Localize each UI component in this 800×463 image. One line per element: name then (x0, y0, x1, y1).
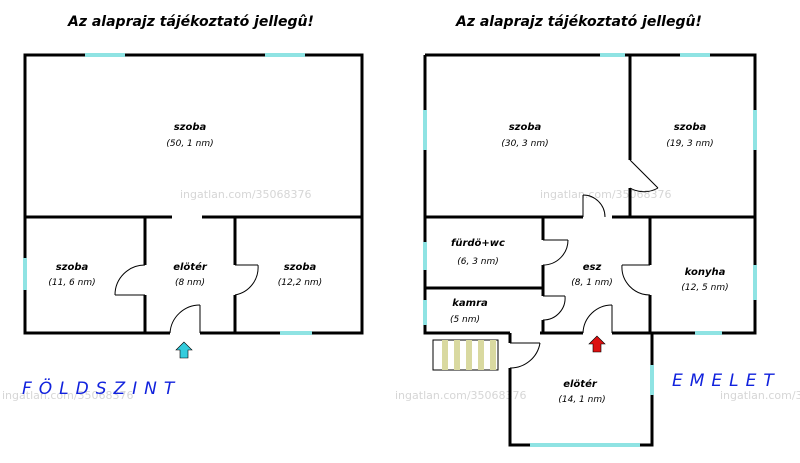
watermark: ingatlan.com/35068376 (540, 188, 672, 201)
room-area: (8, 1 nm) (571, 278, 613, 288)
room-area: (12,2 nm) (278, 278, 322, 288)
door-swing (542, 239, 569, 266)
watermark: ingatlan.com/35068376 (395, 389, 527, 402)
floor-label: FÖLDSZINT (22, 377, 181, 399)
room-area: (11, 6 nm) (48, 278, 95, 288)
watermark: ingatlan.com/35068376 (2, 389, 134, 402)
room-name: konyha (685, 267, 726, 278)
staircase (432, 339, 499, 371)
watermark: ingatlan.com/35068376 (720, 389, 800, 402)
room-area: (50, 1 nm) (166, 139, 213, 149)
room-name: elötér (173, 261, 208, 273)
door-swing (582, 194, 606, 218)
room-name: szoba (174, 122, 207, 133)
door-swing (629, 187, 659, 193)
door (629, 159, 659, 189)
outer-wall (423, 55, 510, 335)
door-swing (114, 264, 146, 296)
entrance-arrow-icon (175, 341, 193, 359)
entrance-arrow-icon (588, 335, 606, 353)
room-area: (6, 3 nm) (457, 257, 499, 267)
stairs-outline (432, 339, 499, 371)
room-area: (19, 3 nm) (666, 139, 713, 149)
plan-disclaimer-title: Az alaprajz tájékoztató jellegû! (67, 14, 314, 30)
watermark: ingatlan.com/35068376 (180, 188, 312, 201)
room-name: szoba (509, 122, 542, 133)
room-area: (14, 1 nm) (558, 395, 605, 405)
door-swing (169, 304, 201, 334)
door-swing (582, 304, 613, 334)
room-area: (30, 3 nm) (501, 139, 548, 149)
room-area: (12, 5 nm) (681, 283, 728, 293)
room-name: szoba (674, 122, 707, 133)
left-floor-plan: Az alaprajz tájékoztató jellegû! szoba (… (22, 14, 364, 399)
room-name: kamra (452, 298, 488, 309)
room-area: (8 nm) (175, 278, 205, 288)
door-swing (234, 264, 259, 296)
room-name: szoba (56, 262, 89, 273)
room-name: fürdö+wc (451, 238, 505, 249)
room-name: esz (583, 262, 602, 273)
room-name: elötér (563, 378, 598, 390)
room-name: szoba (284, 262, 317, 273)
door-swing (509, 342, 541, 369)
floor-label: EMELET (672, 371, 781, 391)
plan-disclaimer-title: Az alaprajz tájékoztató jellegû! (455, 14, 702, 30)
right-floor-plan: Az alaprajz tájékoztató jellegû! (423, 14, 781, 447)
door-swing (542, 295, 566, 321)
room-area: (5 nm) (450, 315, 480, 325)
door-swing (621, 264, 651, 296)
